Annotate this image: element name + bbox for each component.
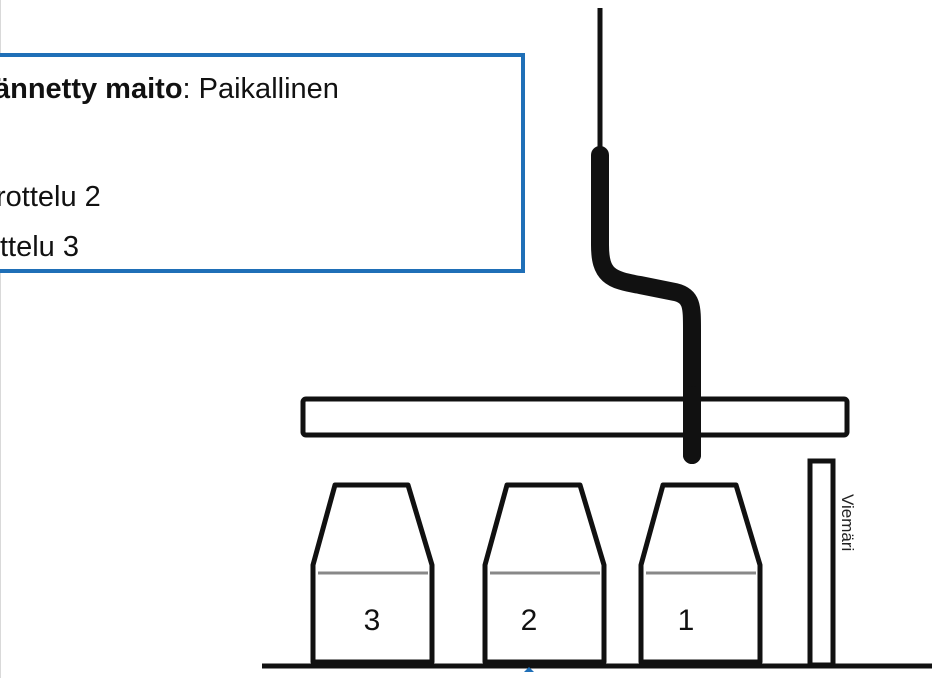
container-label: 2 — [521, 604, 538, 637]
floor-marker — [524, 667, 534, 672]
callout-line-3: ttelu 3 — [0, 231, 79, 263]
callout-line-1-bold: ännetty maito — [0, 73, 183, 105]
container-label: 1 — [678, 604, 695, 637]
milk-hose-thick-section — [591, 146, 701, 464]
container-1: 1 — [638, 482, 763, 665]
drain-pipe — [807, 458, 836, 668]
callout-line-2: rottelu 2 — [0, 181, 101, 213]
callout-line-1: ännetty maito: Paikallinen — [0, 73, 339, 105]
callout-line-1-rest: : Paikallinen — [182, 73, 339, 105]
milk-hose — [597, 8, 695, 455]
container-2: 2 — [482, 482, 607, 665]
container-3: 3 — [310, 482, 435, 665]
description-callout: ännetty maito: Paikallinen rottelu 2 tte… — [0, 53, 525, 273]
page-left-edge — [0, 0, 1, 678]
rail-bar — [300, 396, 850, 438]
container-label: 3 — [364, 604, 381, 637]
drain-label: Viemäri — [838, 494, 857, 551]
